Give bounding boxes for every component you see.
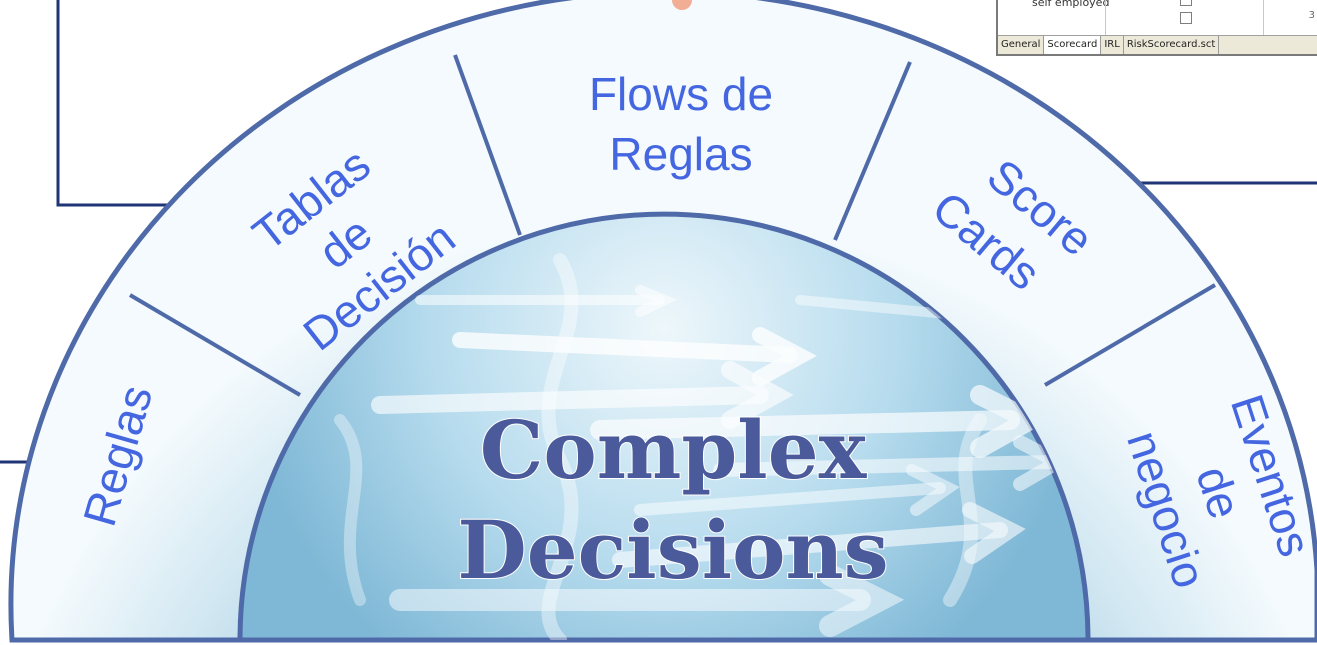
editor-tabs: General Scorecard IRL RiskScorecard.sct [998, 35, 1317, 54]
tab-irl[interactable]: IRL [1101, 36, 1124, 54]
segment-dividers [128, 54, 1217, 397]
scorecard-window: self employed 3 General Scorecard IRL Ri… [996, 0, 1317, 56]
tab-general[interactable]: General [998, 36, 1045, 54]
center-title-line-2: Decisions [457, 503, 888, 597]
center-title-line-1: Complex [480, 403, 868, 497]
checkbox-self-employed[interactable] [1180, 12, 1192, 24]
arrow-pattern [334, 253, 1073, 640]
row-trailing-value: 3 [1308, 10, 1315, 21]
table-row: self employed 3 [998, 0, 1317, 37]
top-marker-dot [672, 0, 692, 10]
checkbox-upper[interactable] [1180, 0, 1192, 6]
svg-text:Flows de: Flows de [589, 68, 773, 120]
segment-label-flows: Flows de Reglas [589, 68, 773, 180]
tab-scorecard[interactable]: Scorecard [1044, 36, 1102, 54]
tab-riskscorecard-sct[interactable]: RiskScorecard.sct [1124, 36, 1220, 54]
row-label: self employed [1032, 0, 1110, 9]
center-title: Complex Decisions [456, 402, 889, 598]
svg-text:Reglas: Reglas [609, 128, 752, 180]
